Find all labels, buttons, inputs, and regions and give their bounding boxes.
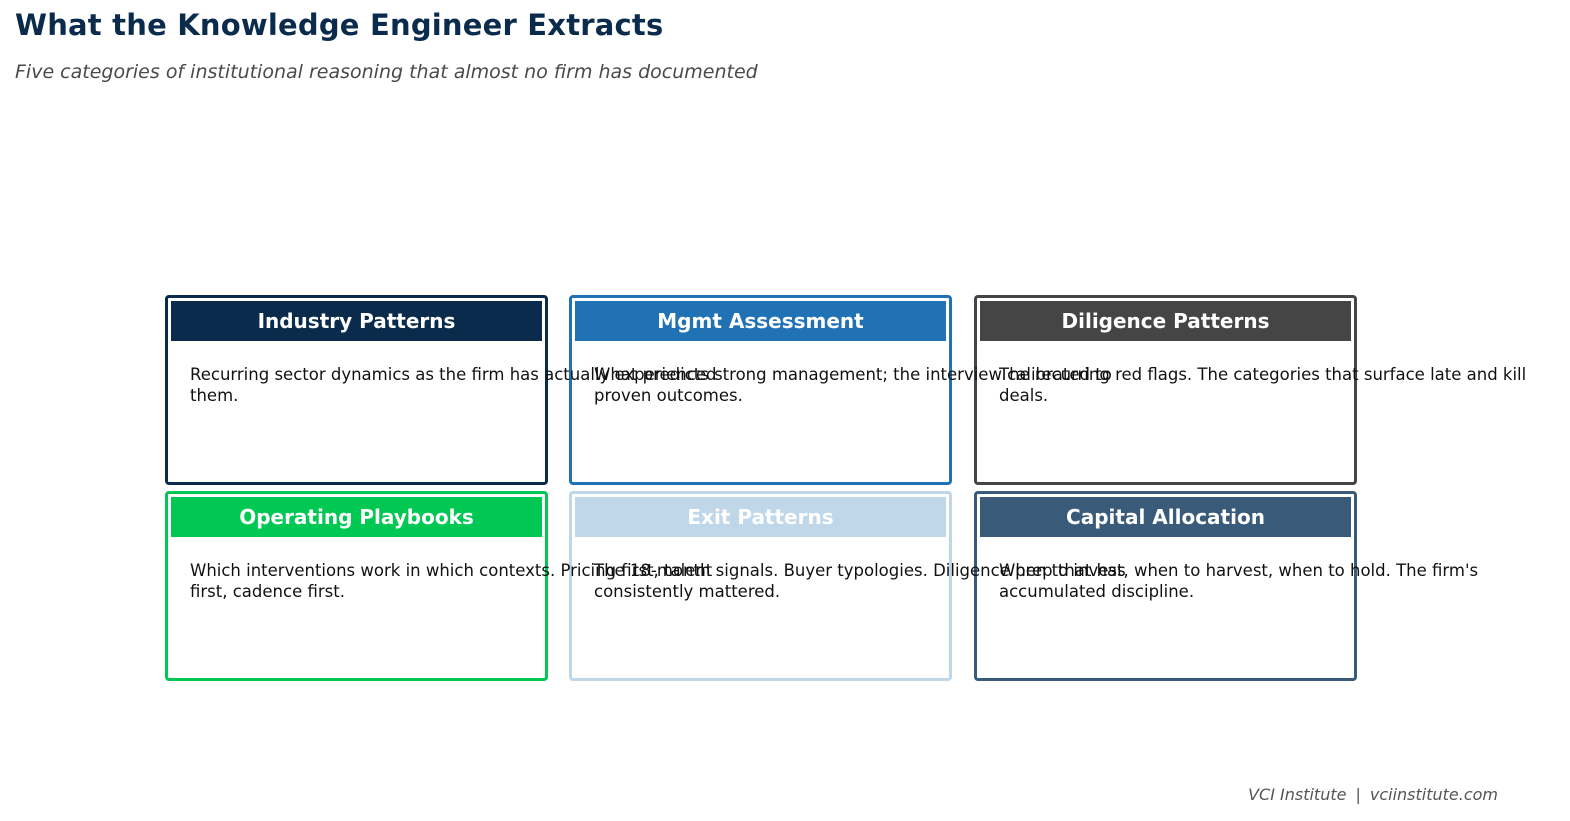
- footer-separator: |: [1355, 785, 1361, 804]
- card-exit-patterns: Exit Patterns The 18-month signals. Buye…: [569, 491, 1126, 681]
- footer-site: vciinstitute.com: [1369, 785, 1498, 804]
- card-description: Which interventions work in which contex…: [190, 561, 713, 601]
- footer-org: VCI Institute: [1248, 785, 1347, 804]
- card-header: Operating Playbooks: [171, 497, 542, 537]
- card-description: The recurring red flags. The categories …: [999, 365, 1527, 405]
- footer-credit: VCI Institute | vciinstitute.com: [1248, 785, 1498, 804]
- card-header: Capital Allocation: [980, 497, 1351, 537]
- card-description: When to invest, when to harvest, when to…: [999, 561, 1479, 601]
- card-header: Industry Patterns: [171, 301, 542, 341]
- page-title: What the Knowledge Engineer Extracts: [15, 8, 664, 42]
- card-description: What predicts strong management; the int…: [594, 365, 1112, 405]
- card-description: The 18-month signals. Buyer typologies. …: [594, 561, 1126, 601]
- card-mgmt-assessment: Mgmt Assessment What predicts strong man…: [569, 295, 1112, 485]
- card-capital-allocation: Capital Allocation When to invest, when …: [974, 491, 1478, 681]
- card-industry-patterns: Industry Patterns Recurring sector dynam…: [165, 295, 716, 485]
- page-subtitle: Five categories of institutional reasoni…: [15, 61, 758, 83]
- card-header: Mgmt Assessment: [575, 301, 946, 341]
- card-header: Diligence Patterns: [980, 301, 1351, 341]
- card-diligence-patterns: Diligence Patterns The recurring red fla…: [974, 295, 1526, 485]
- card-header: Exit Patterns: [575, 497, 946, 537]
- card-description: Recurring sector dynamics as the firm ha…: [190, 365, 717, 405]
- card-operating-playbooks: Operating Playbooks Which interventions …: [165, 491, 712, 681]
